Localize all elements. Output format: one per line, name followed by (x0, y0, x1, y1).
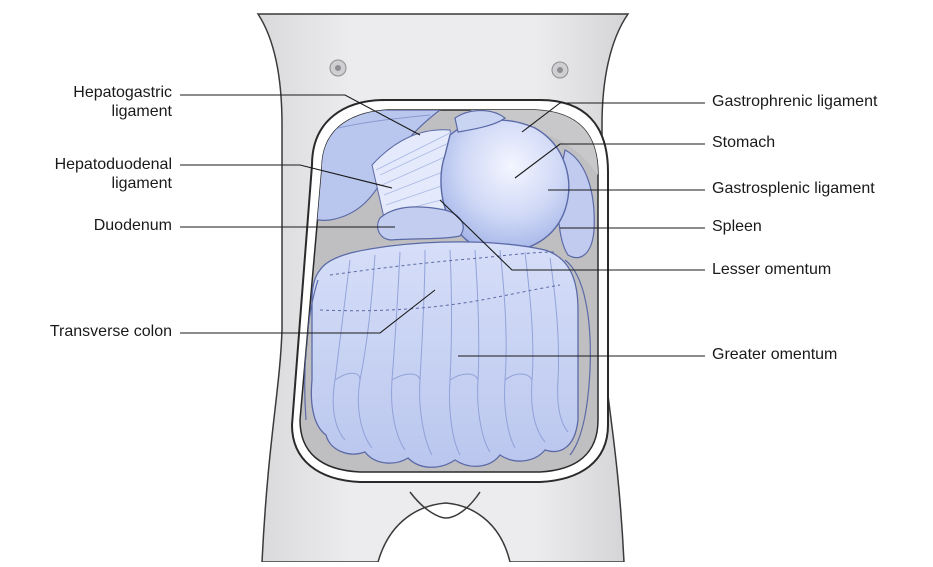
label-lesser-omentum: Lesser omentum (712, 260, 831, 279)
label-stomach: Stomach (712, 133, 775, 152)
label-transverse-colon: Transverse colon (0, 322, 172, 341)
label-greater-omentum: Greater omentum (712, 345, 837, 364)
greater-omentum-apron (311, 242, 578, 467)
label-duodenum: Duodenum (0, 216, 172, 235)
duodenum (378, 207, 464, 240)
label-hepatogastric-ligament: Hepatogastric ligament (0, 83, 172, 121)
label-gastrosplenic-ligament: Gastrosplenic ligament (712, 179, 875, 198)
label-hepatoduodenal-ligament: Hepatoduodenal ligament (0, 155, 172, 193)
label-spleen: Spleen (712, 217, 762, 236)
label-gastrophrenic-ligament: Gastrophrenic ligament (712, 92, 877, 111)
